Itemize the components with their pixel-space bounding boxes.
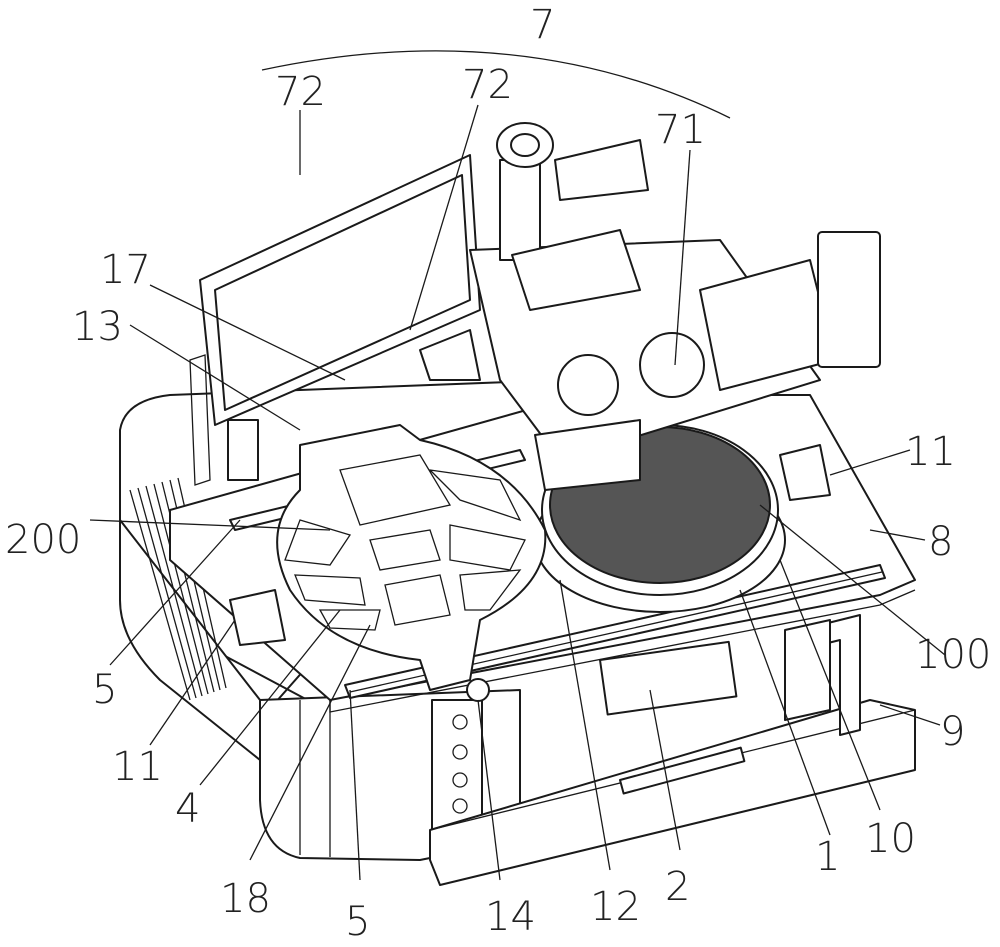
xy-stage — [599, 640, 738, 716]
support-frame — [784, 619, 831, 721]
wafer-carrier — [276, 424, 547, 702]
label-2: 2 — [665, 864, 690, 910]
label-72-monitor: 72 — [275, 69, 326, 115]
reference-numerals: 7 72 72 71 17 13 11 200 8 100 5 9 11 4 1… — [5, 2, 991, 945]
knob — [466, 678, 490, 702]
label-71: 71 — [655, 107, 706, 153]
microscope — [419, 122, 881, 491]
label-5-left: 5 — [92, 667, 117, 713]
label-4: 4 — [175, 786, 200, 832]
label-8: 8 — [928, 519, 953, 565]
label-200: 200 — [5, 517, 81, 563]
drawer-box — [429, 699, 916, 886]
clamp-right — [779, 444, 831, 501]
label-18: 18 — [220, 876, 271, 922]
label-17: 17 — [100, 247, 151, 293]
leader-lines — [89, 50, 946, 881]
label-7: 7 — [530, 2, 555, 48]
label-72: 72 — [462, 62, 513, 108]
vent-slots — [129, 477, 227, 701]
label-12: 12 — [590, 884, 641, 930]
label-1: 1 — [815, 834, 840, 880]
label-13: 13 — [72, 304, 123, 350]
label-10: 10 — [865, 816, 916, 862]
label-5-bottom: 5 — [345, 899, 370, 945]
label-100: 100 — [915, 632, 991, 678]
label-11-left: 11 — [112, 744, 163, 790]
label-9: 9 — [940, 709, 965, 755]
monitor — [189, 154, 481, 486]
label-14: 14 — [485, 894, 536, 940]
label-11-right: 11 — [905, 429, 956, 475]
clamp-left — [229, 589, 286, 646]
